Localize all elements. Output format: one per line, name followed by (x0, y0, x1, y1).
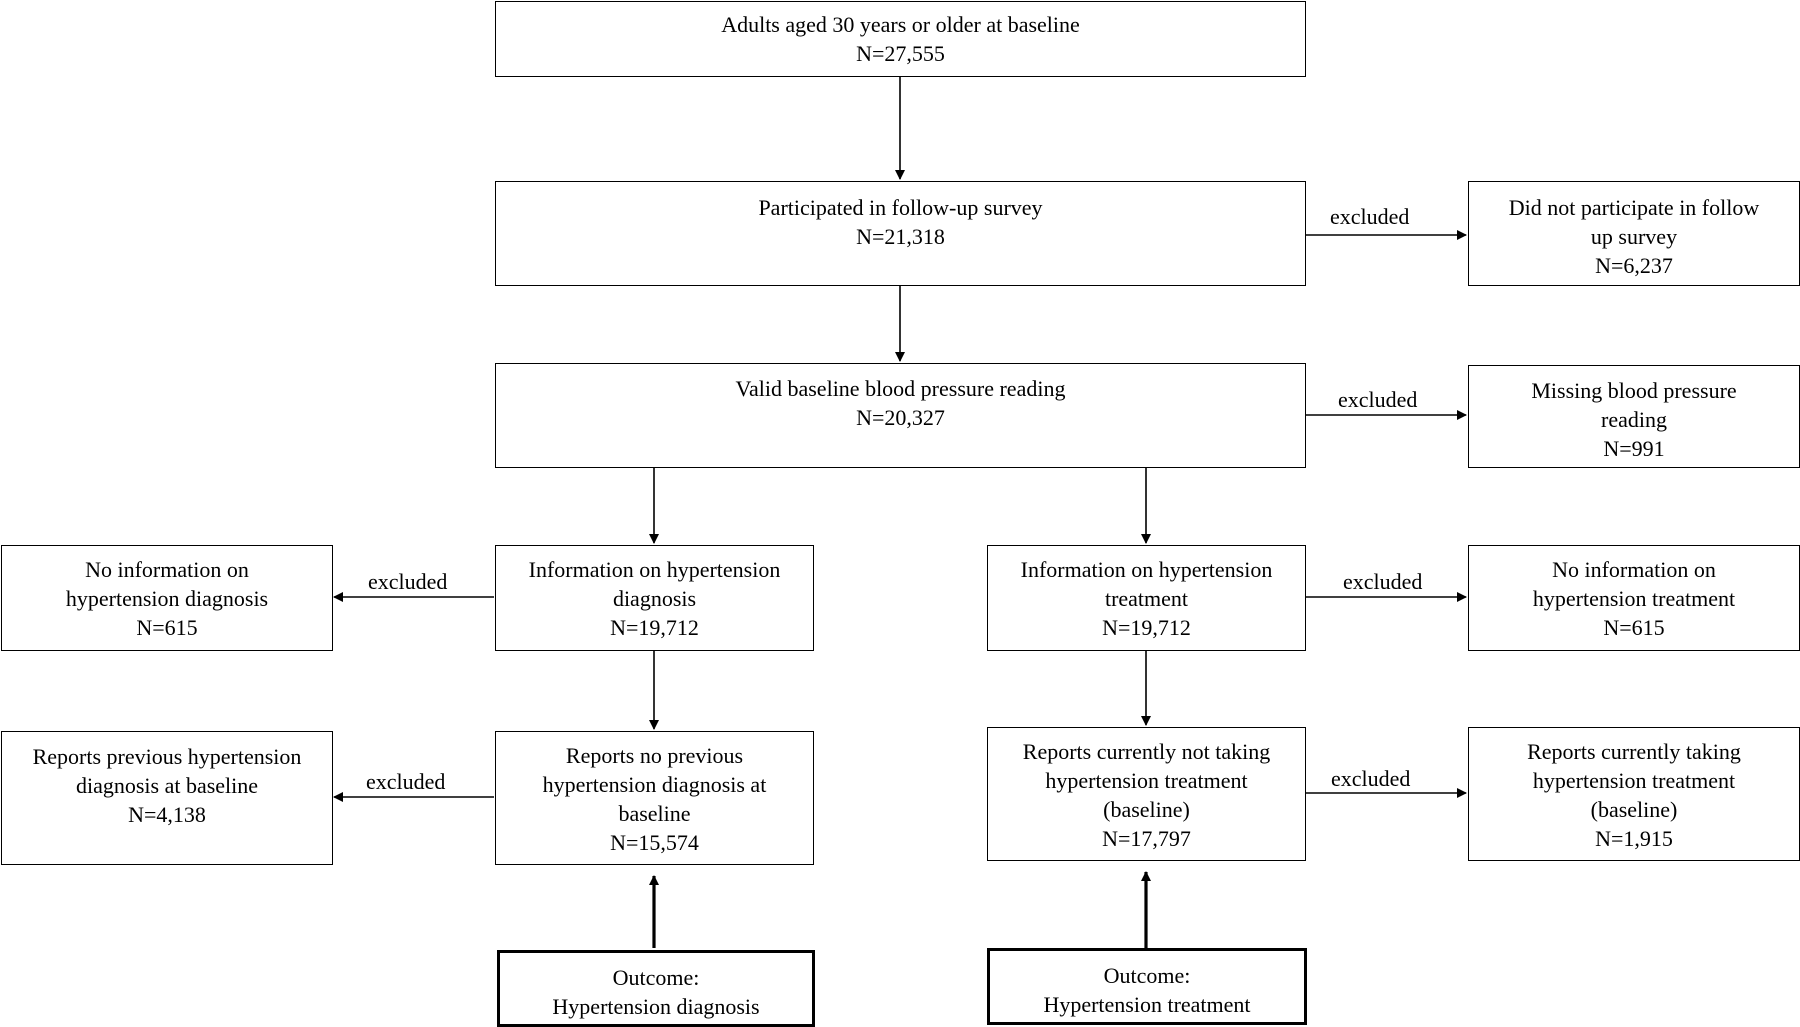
box-followup-participants: Participated in follow-up survey N=21,31… (495, 181, 1306, 286)
box-not-taking-treatment: Reports currently not taking hypertensio… (987, 727, 1306, 861)
box-missing-bp: Missing blood pressure reading N=991 (1468, 365, 1800, 468)
excluded-label: excluded (368, 569, 448, 594)
excluded-label: excluded (1338, 387, 1418, 412)
excluded-label: excluded (1330, 204, 1410, 229)
box-info-treatment: Information on hypertension treatment N=… (987, 545, 1306, 651)
box-valid-bp: Valid baseline blood pressure reading N=… (495, 363, 1306, 468)
box-taking-treatment: Reports currently taking hypertension tr… (1468, 727, 1800, 861)
box-outcome-diagnosis: Outcome: Hypertension diagnosis (497, 950, 815, 1027)
box-previous-diagnosis: Reports previous hypertension diagnosis … (1, 731, 333, 865)
box-baseline-adults: Adults aged 30 years or older at baselin… (495, 1, 1306, 77)
box-info-diagnosis: Information on hypertension diagnosis N=… (495, 545, 814, 651)
box-no-info-treatment: No information on hypertension treatment… (1468, 545, 1800, 651)
excluded-label: excluded (1343, 569, 1423, 594)
box-no-previous-diagnosis: Reports no previous hypertension diagnos… (495, 731, 814, 865)
excluded-label: excluded (1331, 766, 1411, 791)
box-no-followup: Did not participate in follow up survey … (1468, 181, 1800, 286)
excluded-label: excluded (366, 769, 446, 794)
box-no-info-diagnosis: No information on hypertension diagnosis… (1, 545, 333, 651)
box-outcome-treatment: Outcome: Hypertension treatment (987, 948, 1307, 1025)
